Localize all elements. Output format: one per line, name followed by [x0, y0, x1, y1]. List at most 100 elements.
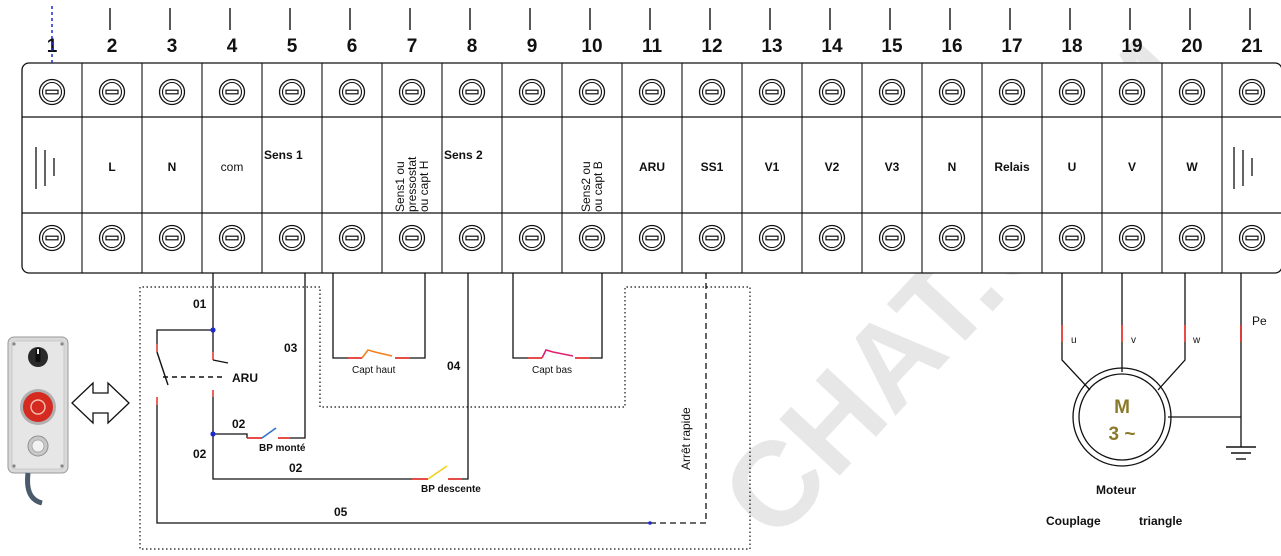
wire-capt-haut — [332, 273, 348, 359]
screw-top-3 — [158, 78, 186, 106]
wire-03 — [290, 273, 306, 439]
capt-bas-label: Capt bas — [532, 365, 572, 376]
terminal-label-14: V2 — [825, 160, 840, 174]
wire-label-02c: 02 — [289, 461, 303, 475]
wire-aru-left-bottom — [156, 405, 650, 524]
motor-title: Moteur — [1096, 483, 1136, 497]
screw-top-12 — [698, 78, 726, 106]
emergency-stop-icon — [20, 389, 56, 425]
wire-label-05: 05 — [334, 505, 348, 519]
screw-bottom-3 — [158, 224, 186, 252]
screw-bottom-12 — [698, 224, 726, 252]
terminal-label-12: SS1 — [701, 160, 724, 174]
screw-bottom-11 — [638, 224, 666, 252]
bp-descente-label: BP descente — [421, 484, 481, 495]
screw-bottom-9 — [518, 224, 546, 252]
capt-haut-label: Capt haut — [352, 365, 396, 376]
screw-bottom-10 — [578, 224, 606, 252]
screw-bottom-1 — [38, 224, 66, 252]
bp-monte-contact — [247, 427, 290, 439]
terminal-label-13: V1 — [765, 160, 780, 174]
screw-bottom-13 — [758, 224, 786, 252]
terminal-label-10-line-1: Sens2 ou — [579, 161, 593, 212]
arret-rapide-label: Arrêt rapide — [679, 407, 693, 470]
terminal-label-2: L — [108, 160, 115, 174]
capt-haut-contact — [348, 349, 410, 359]
bp-monte-label: BP monté — [259, 443, 306, 454]
terminal-number-1: 1 — [47, 36, 58, 57]
terminal-number-12: 12 — [701, 36, 722, 57]
screw-top-5 — [278, 78, 306, 106]
terminal-label-10-line-2: ou capt B — [591, 161, 605, 212]
screw-bottom-18 — [1058, 224, 1086, 252]
terminal-label-5: Sens 1 — [264, 148, 303, 162]
terminal-label-16: N — [948, 160, 957, 174]
node-01 — [210, 327, 216, 333]
bp-descente-contact — [412, 465, 462, 480]
wire-capt-haut-r — [410, 273, 426, 359]
screw-top-10 — [578, 78, 606, 106]
pe-label: Pe — [1252, 314, 1267, 328]
terminal-label-20: W — [1186, 160, 1198, 174]
terminal-number-14: 14 — [821, 36, 843, 57]
terminal-label-15: V3 — [885, 160, 900, 174]
motor-symbol — [1072, 367, 1172, 467]
terminal-label-7-line-3: ou capt H — [417, 161, 431, 212]
screw-bottom-4 — [218, 224, 246, 252]
wire-capt-bas-r — [590, 273, 603, 359]
screw-bottom-21 — [1238, 224, 1266, 252]
screw-bottom-6 — [338, 224, 366, 252]
terminal-label-8: Sens 2 — [444, 148, 483, 162]
aru-label: ARU — [232, 371, 258, 385]
terminal-number-17: 17 — [1001, 36, 1022, 57]
earth-ground-icon — [1226, 446, 1256, 460]
screw-bottom-14 — [818, 224, 846, 252]
screw-bottom-8 — [458, 224, 486, 252]
wires — [156, 273, 1242, 524]
motor-phase-label: 3 ~ — [1109, 424, 1136, 445]
screw-row — [38, 78, 1266, 252]
terminal-number-13: 13 — [761, 36, 782, 57]
terminal-number-3: 3 — [167, 36, 178, 57]
screw-top-13 — [758, 78, 786, 106]
earth-icon — [1233, 147, 1253, 189]
terminal-label-3: N — [168, 160, 177, 174]
screw-top-15 — [878, 78, 906, 106]
terminal-number-8: 8 — [467, 36, 478, 57]
terminal-number-6: 6 — [347, 36, 358, 57]
screw-top-7 — [398, 78, 426, 106]
junction-nodes — [210, 327, 652, 525]
screw-top-18 — [1058, 78, 1086, 106]
terminal-number-16: 16 — [941, 36, 962, 57]
motor-w-label: w — [1192, 335, 1201, 346]
screw-top-19 — [1118, 78, 1146, 106]
screw-top-6 — [338, 78, 366, 106]
terminal-label-18: U — [1068, 160, 1077, 174]
wire-aru-left — [156, 329, 213, 344]
aru-switch — [156, 344, 229, 405]
screw-top-20 — [1178, 78, 1206, 106]
terminal-label-17: Relais — [994, 160, 1030, 174]
terminal-number-15: 15 — [881, 36, 903, 57]
screw-bottom-19 — [1118, 224, 1146, 252]
wire-04 — [462, 273, 469, 480]
screw-top-4 — [218, 78, 246, 106]
terminal-number-2: 2 — [107, 36, 118, 57]
push-button-icon — [27, 435, 49, 457]
terminal-number-10: 10 — [581, 36, 602, 57]
screw-bottom-15 — [878, 224, 906, 252]
screw-top-2 — [98, 78, 126, 106]
terminal-label-19: V — [1128, 160, 1136, 174]
capt-bas-contact — [528, 349, 590, 359]
motor-v-label: v — [1131, 335, 1136, 346]
control-pendant — [7, 336, 69, 506]
motor-coupling: Couplage — [1046, 514, 1101, 528]
double-arrow-icon — [71, 381, 130, 425]
screw-top-9 — [518, 78, 546, 106]
screw-top-1 — [38, 78, 66, 106]
wire-motor-w2 — [1157, 342, 1186, 391]
terminal-number-18: 18 — [1061, 36, 1082, 57]
